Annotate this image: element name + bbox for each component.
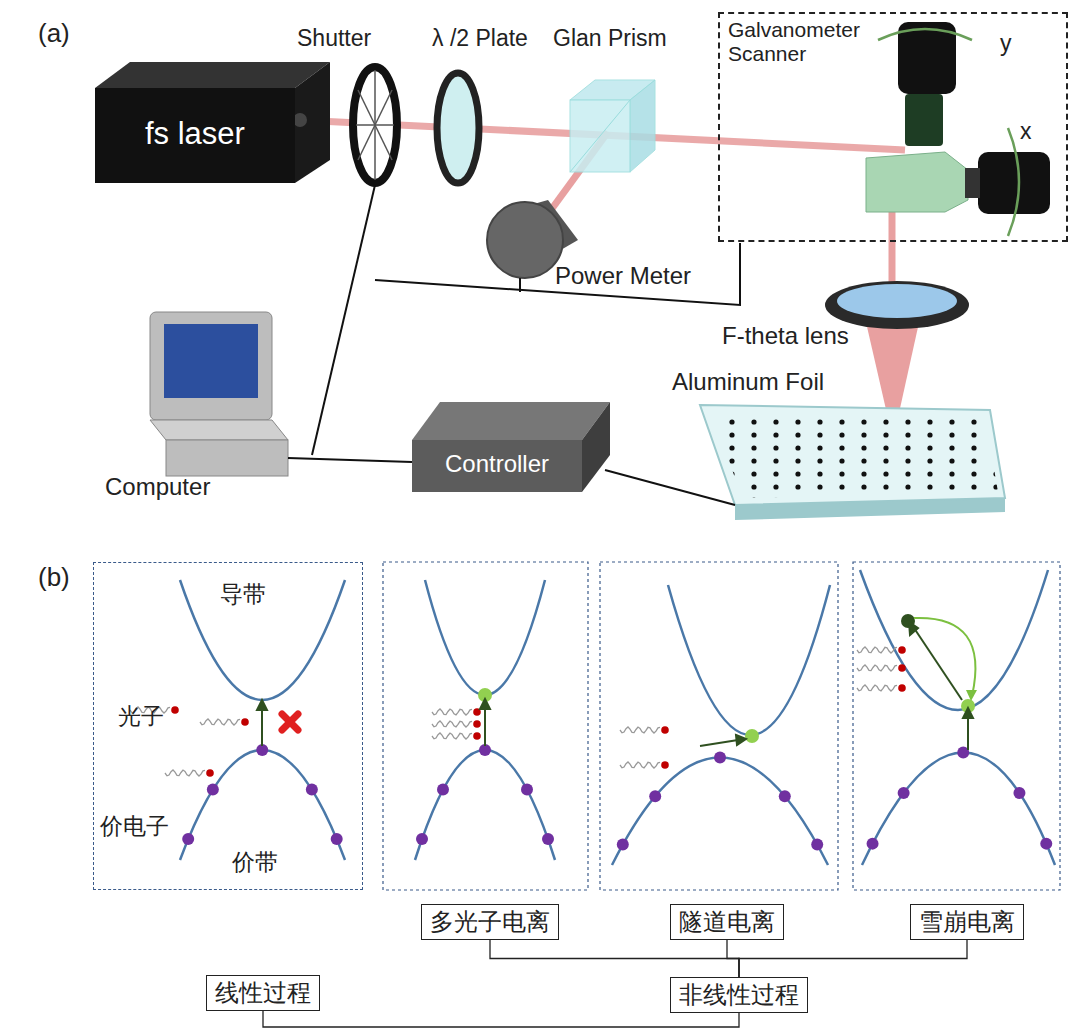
category-box: 非线性过程	[670, 977, 808, 1013]
tree-connector	[263, 1011, 739, 1027]
node-text: 雪崩电离	[919, 908, 1015, 936]
node-text: 隧道电离	[679, 908, 775, 936]
part-label: Power Meter	[555, 262, 691, 290]
node-text: 价电子	[100, 813, 169, 839]
node-text: 光子	[118, 703, 164, 729]
part-label: Computer	[105, 473, 210, 501]
category-box: 线性过程	[206, 975, 320, 1011]
process-box: 雪崩电离	[910, 904, 1024, 940]
tree-connector	[727, 940, 739, 977]
laser-box: fs laser	[95, 88, 295, 183]
tree-connector	[739, 940, 967, 977]
node-text: Galvanometer Scanner	[728, 18, 878, 66]
scanner-group: Galvanometer Scanner	[718, 12, 1068, 242]
part-label: y	[1000, 30, 1012, 57]
controller-box: Controller	[412, 440, 582, 492]
part-label: F-theta lens	[722, 322, 849, 350]
part-label: Aluminum Foil	[672, 368, 824, 396]
node-text: 多光子电离	[430, 908, 550, 936]
node-text: Controller	[445, 450, 549, 478]
process-box: 隧道电离	[670, 904, 784, 940]
part-label: Shutter	[297, 25, 371, 52]
node-text: 非线性过程	[679, 981, 799, 1009]
band-panel: 导带光子价电子价带	[93, 562, 363, 890]
node-text: 价带	[232, 849, 278, 875]
tree-connector	[490, 940, 739, 977]
part-label: Glan Prism	[553, 25, 667, 52]
part-label: (b)	[38, 562, 70, 593]
part-label: x	[1020, 118, 1032, 145]
node-text: fs laser	[145, 116, 245, 152]
node-text: 线性过程	[215, 979, 311, 1007]
part-label: (a)	[38, 18, 70, 49]
part-label: λ /2 Plate	[432, 25, 528, 52]
process-box: 多光子电离	[421, 904, 559, 940]
node-text: 导带	[220, 581, 266, 607]
